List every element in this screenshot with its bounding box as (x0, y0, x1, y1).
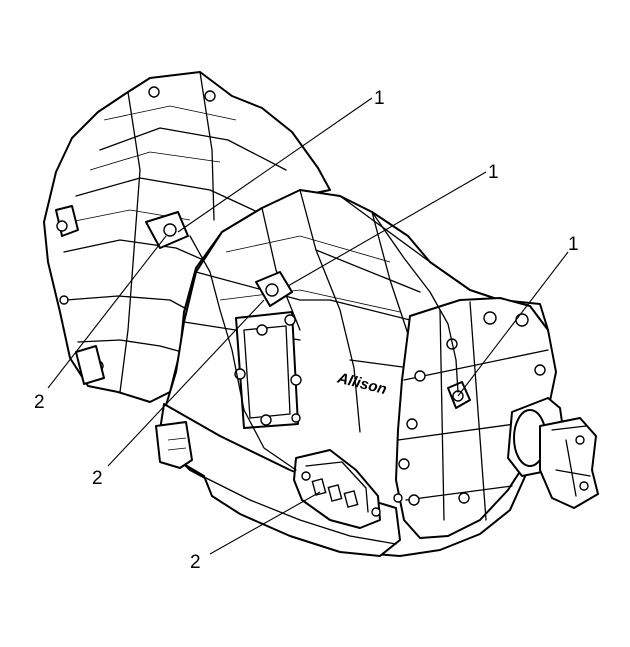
leader-line-1-top (177, 97, 373, 233)
wiring-connector-block (293, 449, 381, 529)
leader-line-2-bottom (209, 491, 321, 555)
leader-line-1-mid (287, 171, 487, 287)
leader-line-1-right (457, 251, 569, 397)
callout-1-mid: 1 (488, 162, 499, 183)
leader-line-2-left (47, 235, 167, 389)
callout-1-right: 1 (568, 234, 579, 255)
bell-housing (43, 71, 331, 403)
leader-line-2-mid (107, 299, 265, 467)
callout-2-left: 2 (34, 392, 45, 413)
callout-2-bottom: 2 (190, 552, 201, 573)
callout-1-top: 1 (374, 88, 385, 109)
wiring-harness-rear (371, 211, 459, 393)
output-yoke (507, 397, 599, 509)
case-sensor (255, 271, 293, 307)
wiring-harness (189, 235, 297, 471)
side-cover (235, 311, 299, 429)
callout-2-mid: 2 (92, 468, 103, 489)
